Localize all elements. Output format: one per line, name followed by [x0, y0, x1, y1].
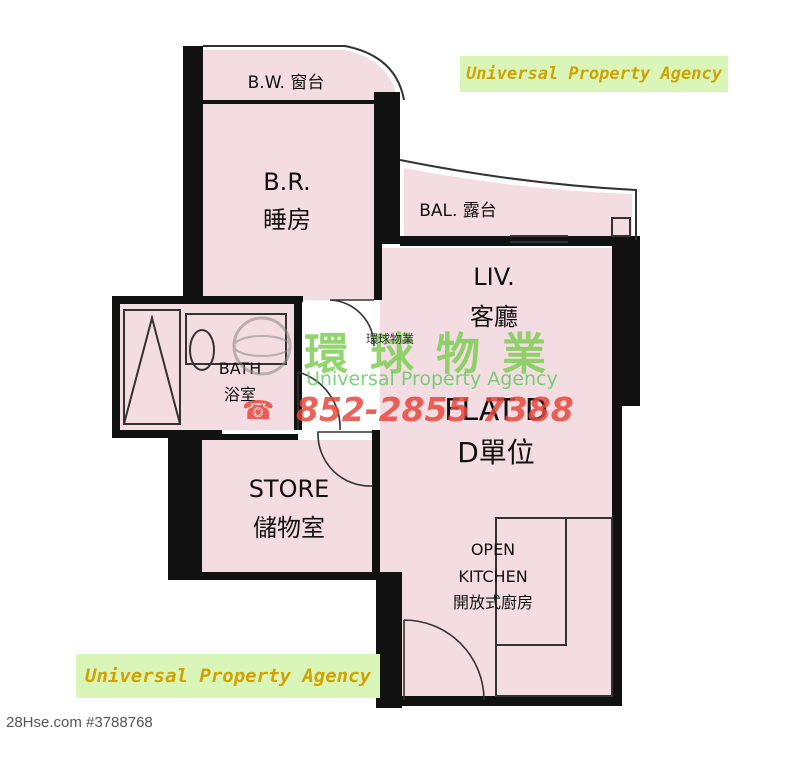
- shower-box: [123, 309, 181, 425]
- wall-store-bottom: [168, 572, 380, 580]
- kitchen-label-en-1: OPEN: [471, 540, 515, 559]
- bay-window-label: B.W. 窗台: [248, 73, 325, 93]
- room-fills: [120, 50, 632, 698]
- bedroom-door: [329, 299, 375, 347]
- bay-window-area: [203, 50, 398, 110]
- watermark-phone: 852-2855 7388: [296, 390, 574, 429]
- kitchen-label-en-2: KITCHEN: [458, 567, 527, 586]
- balcony-post: [611, 217, 631, 237]
- bath-label-en: BATH: [219, 359, 261, 378]
- walls: [112, 46, 640, 708]
- entry-door: [403, 619, 485, 701]
- watermark-english-name: Universal Property Agency: [306, 368, 558, 390]
- bath-door: [297, 371, 341, 431]
- wall-bw-inner: [203, 100, 378, 104]
- agency-banner-bottom: Universal Property Agency: [76, 654, 380, 698]
- watermark-small-chinese: 環球物業: [366, 332, 415, 346]
- store-label-en: STORE: [249, 475, 330, 503]
- bath-wash-area: [185, 313, 287, 365]
- wall-center-upper: [374, 92, 400, 244]
- room-labels: B.W. 窗台 B.R. 睡房 BAL. 露台 LIV. 客廳 BATH 浴室 …: [219, 73, 548, 612]
- bedroom-label-en: B.R.: [263, 168, 311, 196]
- kitchen-counter-inner: [496, 518, 567, 646]
- wall-bedroom-left: [183, 46, 203, 300]
- shower-cross: [123, 314, 181, 425]
- wall-bedroom-bottom: [203, 296, 303, 302]
- listing-footer: 28Hse.com #3788768: [6, 714, 153, 731]
- flat-label-cn: D單位: [457, 436, 535, 469]
- outlines: [123, 45, 637, 697]
- wall-right-lower: [612, 400, 622, 706]
- wall-center-mid: [374, 244, 382, 300]
- store-door: [317, 431, 373, 487]
- balcony-door-rail: [510, 235, 568, 243]
- wall-living-bottom: [376, 696, 620, 706]
- balcony-area: [404, 168, 632, 238]
- kitchen-label-cn: 開放式廚房: [453, 593, 533, 612]
- phone-icon: ☎: [242, 396, 275, 426]
- wall-center-store: [372, 430, 380, 572]
- bedroom-label-cn: 睡房: [263, 206, 311, 234]
- logo-globe-band: [233, 335, 291, 357]
- wall-bath-left: [112, 296, 120, 436]
- door-swings: [297, 299, 485, 701]
- watermark-chinese-name: 環球物業: [304, 329, 568, 380]
- wall-bath-right: [294, 304, 302, 430]
- flat-label-en: FLAT D: [444, 393, 548, 428]
- wall-entry-left: [376, 572, 402, 708]
- wall-bath-bottom: [112, 430, 222, 438]
- balcony-curve: [399, 159, 637, 240]
- kitchen-counter: [495, 517, 613, 697]
- watermark-logo: [232, 316, 292, 376]
- wall-store-left: [168, 436, 202, 578]
- living-label-cn: 客廳: [470, 303, 518, 331]
- store-label-cn: 儲物室: [253, 514, 325, 542]
- balcony-label: BAL. 露台: [419, 201, 497, 221]
- living-label-en: LIV.: [473, 263, 514, 291]
- bedroom-area: [203, 100, 378, 300]
- store-area: [202, 440, 376, 574]
- bay-window-curve: [203, 45, 405, 101]
- wall-living-right: [612, 238, 640, 406]
- agency-banner-top: Universal Property Agency: [460, 56, 728, 92]
- bath-label-cn: 浴室: [224, 385, 256, 404]
- toilet: [189, 329, 215, 371]
- wall-store-top: [202, 434, 298, 440]
